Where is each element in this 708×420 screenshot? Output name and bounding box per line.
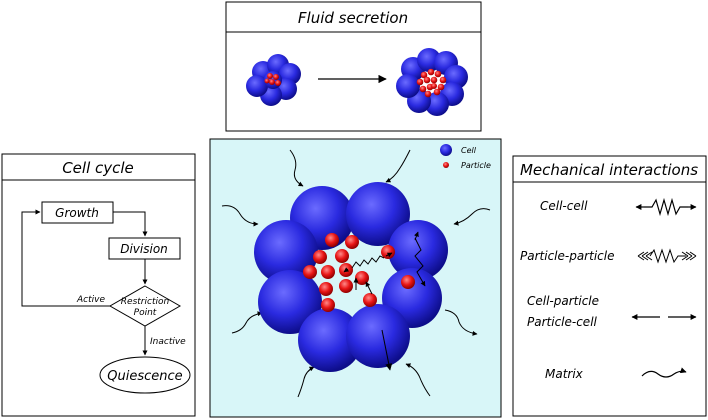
- particle: [381, 245, 395, 259]
- particle: [321, 298, 335, 312]
- cell-cycle-title: Cell cycle: [62, 159, 134, 177]
- organoid-after: [396, 48, 468, 116]
- organoid-before: [246, 54, 301, 106]
- legend-particle-label: Particle: [461, 161, 491, 170]
- matrix-label: Matrix: [545, 367, 584, 381]
- mechanical-title: Mechanical interactions: [520, 161, 698, 179]
- legend-cell-label: Cell: [461, 146, 477, 155]
- particle-particle-label: Particle-particle: [520, 249, 614, 263]
- particle: [319, 282, 333, 296]
- fluid-secretion-title: Fluid secretion: [298, 9, 408, 27]
- cell-cycle-panel: Cell cycle Growth Division Restriction P…: [1, 153, 196, 417]
- cell: [254, 220, 318, 284]
- mechanical-interactions-panel: Mechanical interactions Cell-cell Partic…: [512, 155, 707, 417]
- cell-particle-label: Cell-particle: [527, 294, 599, 308]
- particle: [401, 275, 415, 289]
- cell-cell-label: Cell-cell: [540, 199, 588, 213]
- simulation-panel: Cell Particle: [209, 138, 502, 418]
- fluid-secretion-panel: Fluid secretion: [225, 1, 482, 132]
- cell: [298, 308, 362, 372]
- particle-particle-spring-symbol: [637, 248, 697, 264]
- cell: [346, 304, 410, 368]
- particle: [303, 265, 317, 279]
- particle: [345, 235, 359, 249]
- particle: [321, 265, 335, 279]
- matrix-forces: [221, 149, 491, 398]
- legend: Cell Particle: [440, 144, 491, 170]
- inactive-label: Inactive: [150, 337, 186, 347]
- particle: [355, 271, 369, 285]
- particles: [303, 233, 415, 312]
- particle: [335, 249, 349, 263]
- particle: [339, 279, 353, 293]
- particle-cell-label: Particle-cell: [527, 315, 598, 329]
- restriction-label-1: Restriction: [121, 297, 170, 307]
- cell: [388, 220, 448, 280]
- matrix-wave-symbol: [641, 367, 687, 378]
- cell: [258, 270, 322, 334]
- particle: [325, 233, 339, 247]
- quiescence-ellipse: [99, 356, 191, 394]
- restriction-label-2: Point: [134, 308, 157, 318]
- active-label: Active: [76, 295, 105, 305]
- cell: [346, 182, 410, 246]
- division-label: Division: [120, 242, 168, 256]
- cell-cell-spring-symbol: [635, 197, 697, 217]
- cells: [254, 182, 448, 372]
- quiescence-label: Quiescence: [107, 369, 182, 384]
- particle: [363, 293, 377, 307]
- interaction-arrows: [343, 231, 426, 371]
- growth-label: Growth: [55, 206, 99, 220]
- legend-particle-marker: [443, 162, 449, 168]
- legend-cell-marker: [440, 144, 452, 156]
- particle: [313, 250, 327, 264]
